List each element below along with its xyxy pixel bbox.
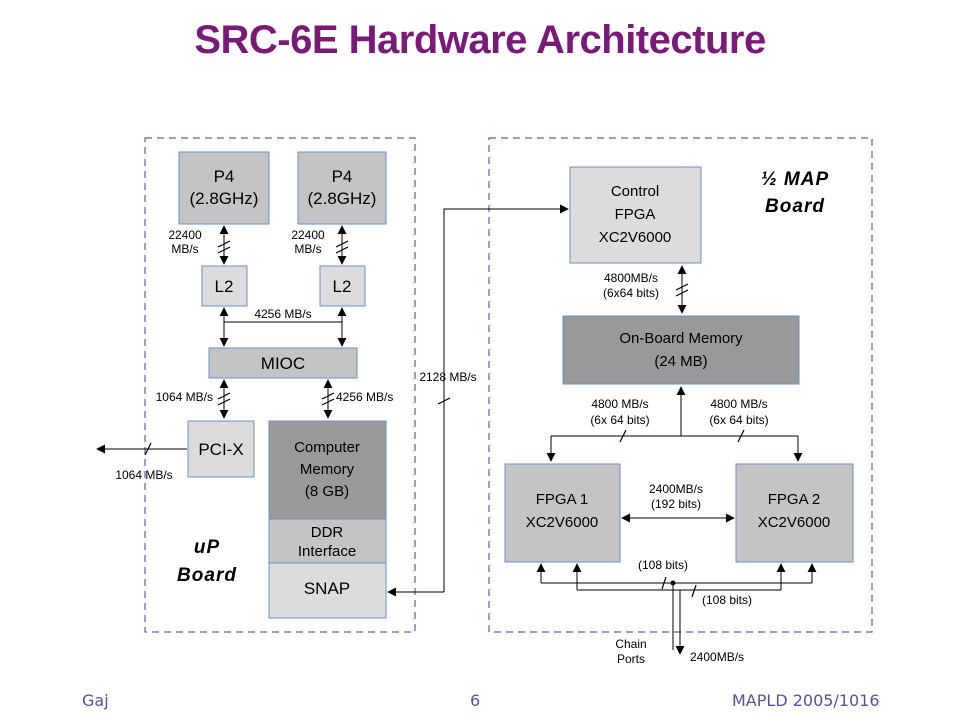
bw-p4-left-line1: 22400: [168, 228, 202, 242]
snap-box: [268, 562, 387, 619]
chain-ports-line1: Chain: [615, 637, 646, 651]
bits-bottom: (108 bits): [702, 593, 752, 607]
bw-ctrl-mem-line1: 4800MB/s: [604, 271, 658, 285]
onboard-memory-line1: On-Board Memory: [619, 330, 743, 347]
l2-right-label: L2: [333, 277, 352, 296]
bw-chain: 2400MB/s: [690, 650, 744, 664]
pcix-label: PCI-X: [198, 440, 243, 459]
mioc-label: MIOC: [261, 354, 305, 373]
snap-label: SNAP: [304, 579, 350, 598]
bw-p4-right-line1: 22400: [291, 228, 325, 242]
p4-left-name: P4: [214, 167, 235, 186]
bw-mem-fpga1-line1: 4800 MB/s: [591, 397, 648, 411]
bw-mem-fpga1-line2: (6x 64 bits): [590, 413, 649, 427]
l2-left-label: L2: [215, 277, 234, 296]
bw-l2-mioc: 4256 MB/s: [254, 307, 311, 321]
ddr-interface-box: [268, 518, 387, 564]
bw-mem-fpga2-line2: (6x 64 bits): [709, 413, 768, 427]
up-board-label-line2: Board: [177, 565, 237, 586]
onboard-memory-box: [562, 315, 800, 385]
fpga1-line2: XC2V6000: [526, 514, 599, 531]
l2-right-box: [319, 265, 366, 307]
bw-fpga-fpga-line1: 2400MB/s: [649, 482, 703, 496]
fpga2-line2: XC2V6000: [758, 514, 831, 531]
bw-fpga-fpga-line2: (192 bits): [651, 497, 701, 511]
control-fpga-line1: Control: [611, 183, 659, 200]
computer-memory-box: [268, 420, 387, 520]
bw-p4-right-line2: MB/s: [294, 242, 321, 256]
bw-link: 2128 MB/s: [419, 370, 476, 384]
bw-mioc-pcix: 1064 MB/s: [156, 390, 213, 404]
fpga1-line1: FPGA 1: [536, 491, 589, 508]
bits-top: (108 bits): [638, 558, 688, 572]
bw-mioc-mem: 4256 MB/s: [336, 390, 393, 404]
bw-mem-fpga2-line1: 4800 MB/s: [710, 397, 767, 411]
pcix-box: [187, 420, 255, 478]
p4-right-box: [297, 151, 387, 225]
slide-title: SRC-6E Hardware Architecture: [194, 18, 766, 62]
bw-p4-left-line2: MB/s: [171, 242, 198, 256]
footer-conference: MAPLD 2005/1016: [732, 691, 880, 710]
footer-page-number: 6: [470, 691, 481, 710]
p4-left-box: [178, 151, 270, 225]
computer-memory-line3: (8 GB): [305, 483, 349, 500]
fpga2-line1: FPGA 2: [768, 491, 821, 508]
computer-memory-line2: Memory: [300, 461, 355, 478]
control-fpga-box: [569, 166, 702, 264]
bw-ctrl-mem-line2: (6x64 bits): [603, 286, 659, 300]
control-fpga-line3: XC2V6000: [599, 229, 672, 246]
chain-junction: [670, 580, 676, 586]
fpga1-box: [504, 463, 621, 563]
map-board-label-line2: Board: [765, 196, 825, 217]
p4-right-name: P4: [332, 167, 353, 186]
p4-left-clock: (2.8GHz): [190, 189, 259, 208]
ddr-interface-line1: DDR: [311, 524, 344, 541]
ddr-interface-line2: Interface: [298, 543, 356, 560]
footer-author: Gaj: [82, 691, 109, 710]
p4-right-clock: (2.8GHz): [308, 189, 377, 208]
map-board-label-line1: ½ MAP: [761, 169, 829, 190]
l2-left-box: [201, 265, 248, 307]
bw-pcix-ext: 1064 MB/s: [115, 468, 172, 482]
fpga2-box: [735, 463, 854, 563]
onboard-memory-line2: (24 MB): [654, 353, 707, 370]
chain-ports-line2: Ports: [617, 652, 645, 666]
computer-memory-line1: Computer: [294, 439, 360, 456]
up-board-border: [144, 137, 416, 633]
control-fpga-line2: FPGA: [615, 206, 656, 223]
mioc-box: [208, 347, 358, 379]
up-board-label-line1: uP: [194, 537, 220, 558]
